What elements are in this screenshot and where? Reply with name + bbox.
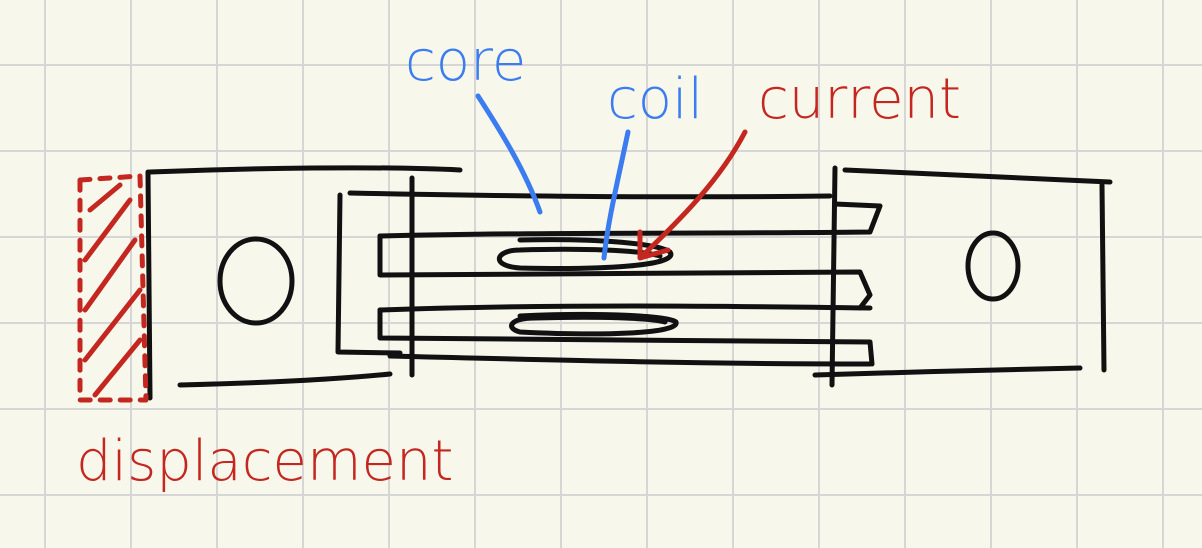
right-housing <box>812 165 1113 388</box>
coil-pointer <box>601 129 631 261</box>
right-mount-hole <box>965 230 1021 302</box>
current-arrow <box>637 129 748 261</box>
displacement-hatch <box>77 173 149 403</box>
core-rails <box>347 190 883 367</box>
core-label: core <box>405 29 526 94</box>
coil-label: coil <box>607 67 703 132</box>
current-label: current <box>758 67 961 132</box>
core-pointer <box>475 93 543 215</box>
displacement-label: displacement <box>76 429 453 494</box>
left-housing <box>145 165 463 401</box>
left-mount-hole <box>217 236 295 326</box>
left-inner-frame <box>335 192 403 356</box>
